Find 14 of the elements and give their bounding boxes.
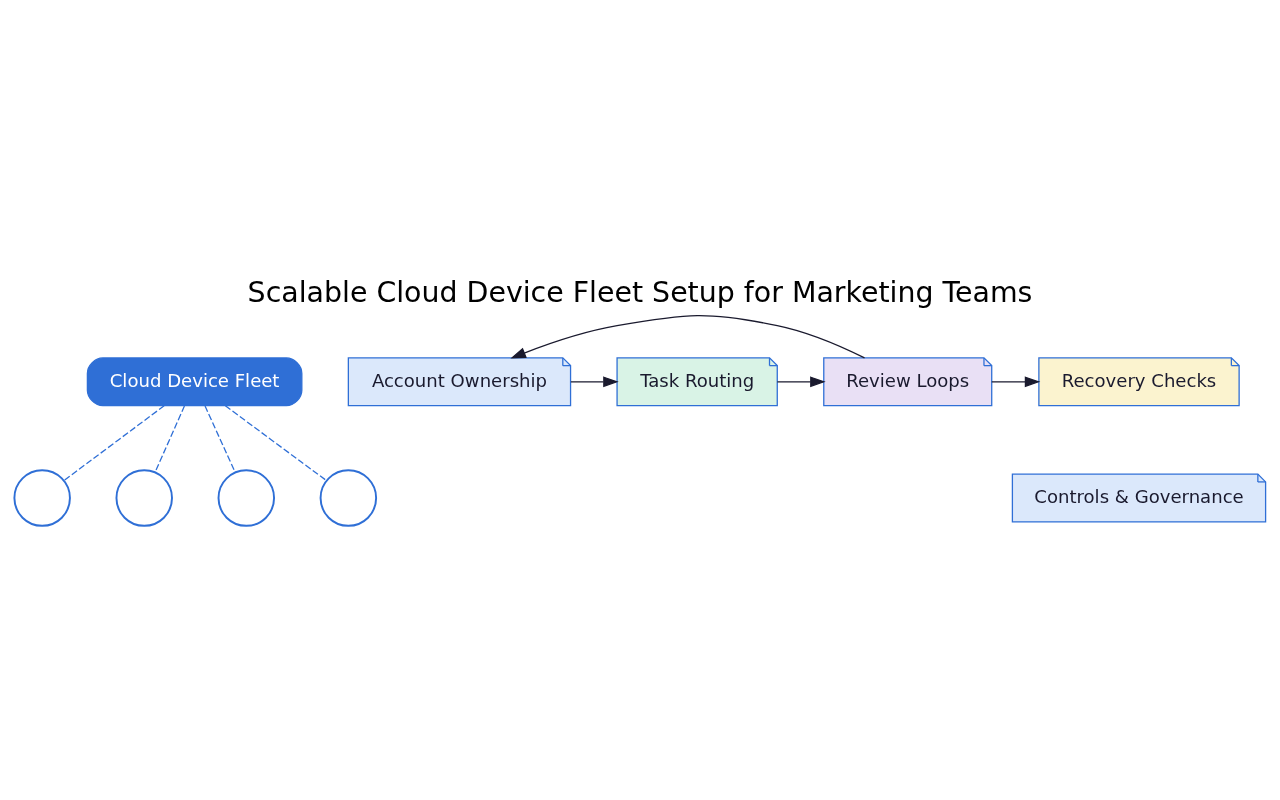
node-circle	[217, 469, 276, 527]
node-circle	[13, 469, 71, 527]
connector	[63, 405, 165, 481]
connector	[154, 405, 186, 473]
node-circle	[115, 469, 173, 527]
node-circle	[319, 469, 378, 527]
arrow	[570, 376, 619, 388]
connector	[224, 405, 328, 482]
node-box: Cloud Device Fleet	[86, 357, 303, 407]
arrow	[776, 376, 826, 388]
connector	[204, 405, 236, 473]
diagram-title: Scalable Cloud Device Fleet Setup for Marketing Teams	[247, 276, 1033, 310]
arrow	[510, 315, 866, 359]
arrow	[991, 376, 1041, 388]
